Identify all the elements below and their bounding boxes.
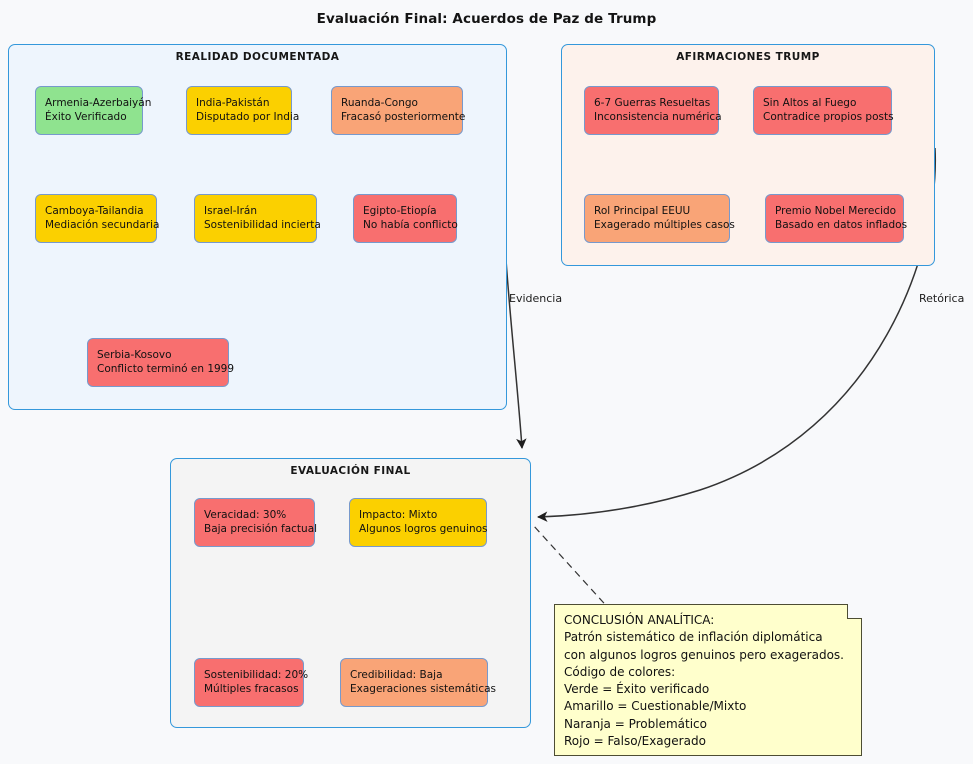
node-subtitle: Disputado por India bbox=[196, 110, 300, 123]
edge-evidencia bbox=[504, 244, 527, 450]
node-subtitle: Baja precisión factual bbox=[204, 522, 318, 535]
cluster-label-evaluacion: EVALUACIÓN FINAL bbox=[290, 465, 411, 477]
node-premio-nobel[interactable]: Premio Nobel Merecido Basado en datos in… bbox=[765, 194, 908, 243]
node-veracidad[interactable]: Veracidad: 30% Baja precisión factual bbox=[194, 498, 318, 547]
node-subtitle: Exageraciones sistemáticas bbox=[350, 682, 497, 695]
node-subtitle: Algunos logros genuinos bbox=[359, 522, 488, 535]
node-subtitle: No había conflicto bbox=[363, 218, 458, 231]
cluster-label-afirmaciones: AFIRMACIONES TRUMP bbox=[676, 51, 820, 63]
note-fold-corner bbox=[847, 604, 862, 619]
node-rol-principal-eeuu[interactable]: Rol Principal EEUU Exagerado múltiples c… bbox=[584, 194, 735, 243]
node-subtitle: Inconsistencia numérica bbox=[594, 110, 722, 123]
note-line: Patrón sistemático de inflación diplomát… bbox=[564, 630, 823, 645]
node-title: 6-7 Guerras Resueltas bbox=[594, 96, 711, 109]
node-subtitle: Exagerado múltiples casos bbox=[594, 218, 735, 231]
node-title: Credibilidad: Baja bbox=[350, 668, 443, 681]
node-title: India-Pakistán bbox=[196, 96, 270, 109]
node-title: Egipto-Etiopía bbox=[363, 204, 437, 217]
cluster-label-realidad: REALIDAD DOCUMENTADA bbox=[175, 51, 340, 63]
node-india-pakistan[interactable]: India-Pakistán Disputado por India bbox=[186, 86, 300, 135]
node-title: Sostenibilidad: 20% bbox=[204, 668, 309, 681]
note-line: Verde = Éxito verificado bbox=[564, 682, 710, 697]
node-subtitle: Contradice propios posts bbox=[763, 110, 894, 123]
note-line: Naranja = Problemático bbox=[564, 716, 707, 731]
node-title: Rol Principal EEUU bbox=[594, 204, 691, 217]
node-subtitle: Conflicto terminó en 1999 bbox=[97, 362, 235, 375]
node-armenia-azerbaiyan[interactable]: Armenia-Azerbaiyán Éxito Verificado bbox=[35, 86, 152, 135]
node-israel-iran[interactable]: Israel-Irán Sostenibilidad incierta bbox=[194, 194, 321, 243]
node-subtitle: Fracasó posteriormente bbox=[341, 110, 466, 123]
note-line: CONCLUSIÓN ANALÍTICA: bbox=[564, 613, 715, 627]
node-subtitle: Mediación secundaria bbox=[45, 218, 160, 231]
node-title: Armenia-Azerbaiyán bbox=[45, 96, 152, 109]
edge-label-retorica: Retórica bbox=[919, 292, 965, 305]
note-line: Rojo = Falso/Exagerado bbox=[564, 733, 706, 748]
node-title: Impacto: Mixto bbox=[359, 508, 438, 521]
node-serbia-kosovo[interactable]: Serbia-Kosovo Conflicto terminó en 1999 bbox=[87, 338, 235, 387]
node-title: Israel-Irán bbox=[204, 204, 257, 217]
node-subtitle: Basado en datos inflados bbox=[775, 218, 908, 231]
note-line: Amarillo = Cuestionable/Mixto bbox=[564, 699, 747, 714]
edge-note-link bbox=[532, 524, 613, 613]
conclusion-note: CONCLUSIÓN ANALÍTICA: Patrón sistemático… bbox=[554, 604, 862, 756]
node-subtitle: Sostenibilidad incierta bbox=[204, 218, 321, 231]
note-line: con algunos logros genuinos pero exagera… bbox=[564, 647, 844, 662]
note-line: Código de colores: bbox=[564, 664, 676, 679]
node-impacto[interactable]: Impacto: Mixto Algunos logros genuinos bbox=[349, 498, 488, 547]
node-title: Sin Altos al Fuego bbox=[763, 96, 857, 109]
node-sostenibilidad[interactable]: Sostenibilidad: 20% Múltiples fracasos bbox=[194, 658, 309, 707]
page-title: Evaluación Final: Acuerdos de Paz de Tru… bbox=[316, 11, 657, 27]
node-title: Premio Nobel Merecido bbox=[775, 204, 897, 217]
node-guerras-resueltas[interactable]: 6-7 Guerras Resueltas Inconsistencia num… bbox=[584, 86, 722, 135]
node-subtitle: Múltiples fracasos bbox=[204, 682, 299, 695]
node-ruanda-congo[interactable]: Ruanda-Congo Fracasó posteriormente bbox=[331, 86, 466, 135]
node-title: Serbia-Kosovo bbox=[97, 348, 172, 361]
edge-label-evidencia: Evidencia bbox=[509, 292, 563, 305]
node-sin-altos-al-fuego[interactable]: Sin Altos al Fuego Contradice propios po… bbox=[753, 86, 894, 135]
node-subtitle: Éxito Verificado bbox=[45, 110, 127, 123]
node-credibilidad[interactable]: Credibilidad: Baja Exageraciones sistemá… bbox=[340, 658, 497, 707]
node-egipto-etiopia[interactable]: Egipto-Etiopía No había conflicto bbox=[353, 194, 458, 243]
node-title: Ruanda-Congo bbox=[341, 96, 418, 109]
node-title: Veracidad: 30% bbox=[204, 508, 287, 521]
node-title: Camboya-Tailandia bbox=[45, 204, 144, 217]
node-camboya-tailandia[interactable]: Camboya-Tailandia Mediación secundaria bbox=[35, 194, 160, 243]
